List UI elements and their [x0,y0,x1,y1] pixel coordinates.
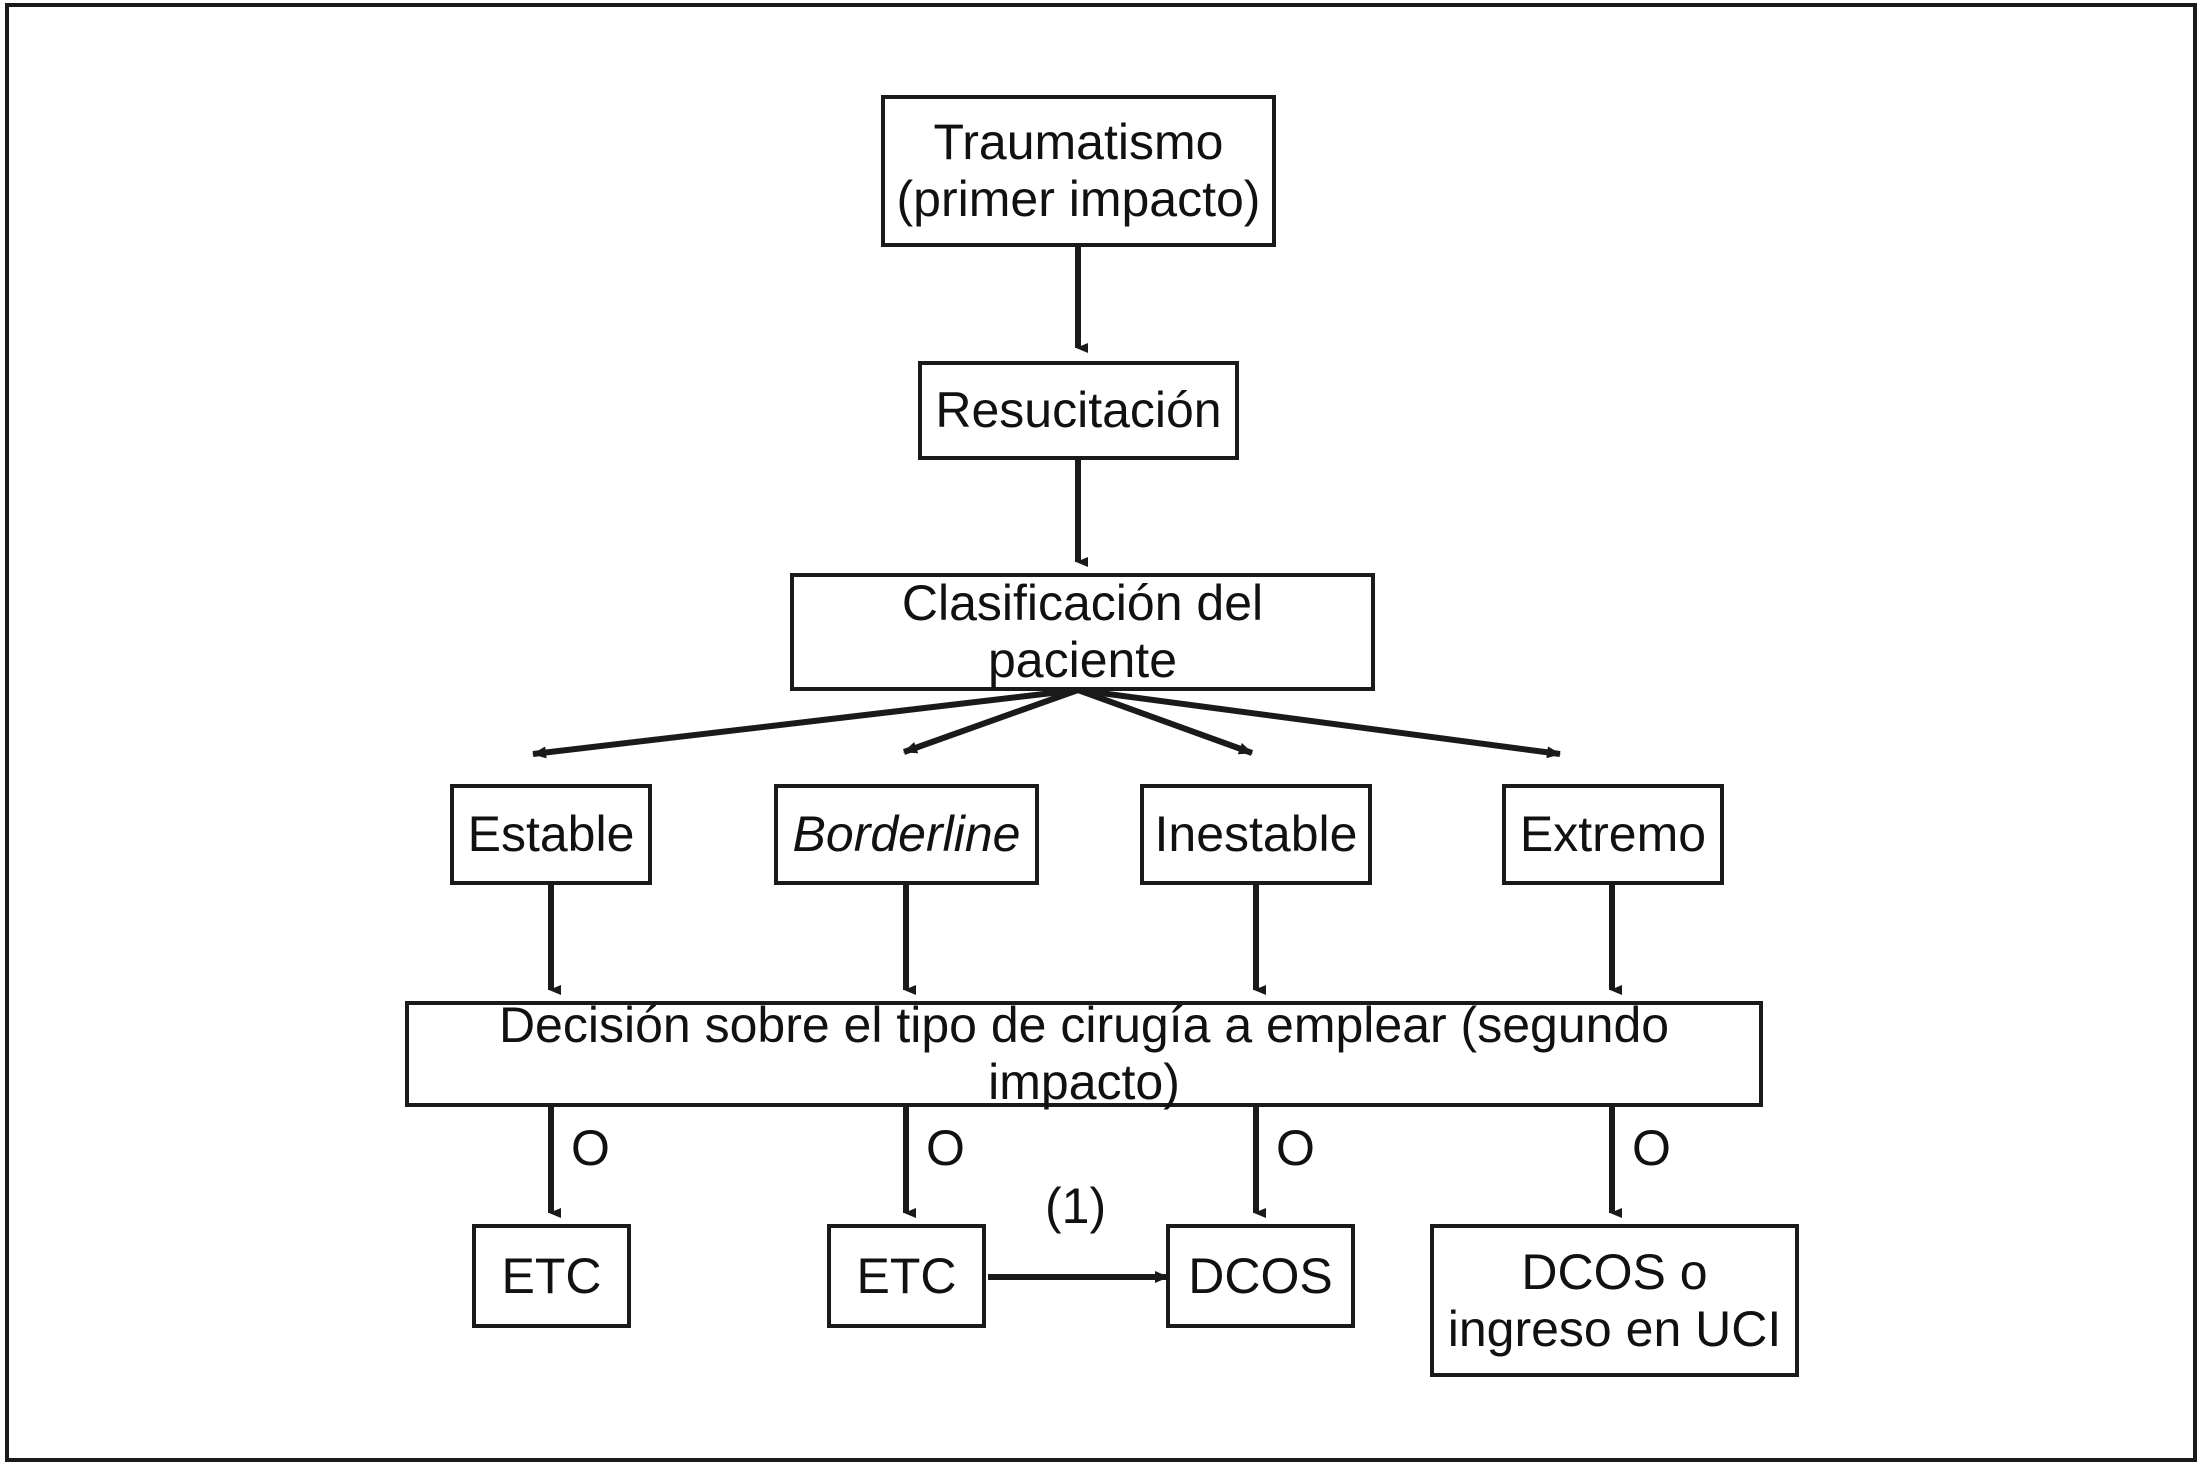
node-traumatismo[interactable]: Traumatismo (primer impacto) [881,95,1276,247]
edge-label-o-borderline: O [926,1123,965,1173]
edge-clasificacion-to-extremo [1077,687,1561,759]
figure-border [5,3,2197,1462]
edge-label-o-inestable: O [1276,1123,1315,1173]
edge-clasificacion-to-inestable [1076,687,1254,756]
node-dcos-uci-label: DCOS o ingreso en UCI [1447,1243,1782,1357]
edge-label-o-extremo: O [1632,1123,1671,1173]
node-decision-cirugia[interactable]: Decisión sobre el tipo de cirugía a empl… [405,997,1763,1110]
node-traumatismo-label: Traumatismo (primer impacto) [896,114,1261,227]
node-extremo[interactable]: Extremo [1502,784,1724,885]
node-resucitacion-label: Resucitación [935,382,1222,438]
edge-label-o-borderline-text: O [926,1120,965,1176]
edge-label-note-1: (1) [1045,1181,1106,1231]
node-borderline[interactable]: Borderline [774,784,1039,885]
node-etc-estable-label: ETC [501,1247,602,1304]
node-extremo-label: Extremo [1519,806,1707,862]
edge-label-o-estable-text: O [571,1120,610,1176]
node-dcos-o-ingreso-uci[interactable]: DCOS o ingreso en UCI [1430,1224,1799,1377]
node-borderline-label: Borderline [792,806,1021,862]
edge-label-o-inestable-text: O [1276,1120,1315,1176]
node-etc-borderline-label: ETC [856,1247,957,1304]
node-inestable-label: Inestable [1154,806,1358,862]
node-estable[interactable]: Estable [450,784,652,885]
node-resucitacion[interactable]: Resucitación [918,361,1239,460]
node-inestable[interactable]: Inestable [1140,784,1372,885]
node-decision-label: Decisión sobre el tipo de cirugía a empl… [498,997,1670,1110]
edge-clasificacion-to-borderline [902,687,1080,755]
edge-label-o-extremo-text: O [1632,1120,1671,1176]
edge-clasificacion-to-estable [532,687,1079,759]
node-estable-label: Estable [467,806,635,862]
node-etc-borderline[interactable]: ETC [827,1224,986,1328]
node-dcos[interactable]: DCOS [1166,1224,1355,1328]
node-clasificacion-del-paciente[interactable]: Clasificación del paciente [790,573,1375,691]
node-etc-estable[interactable]: ETC [472,1224,631,1328]
edge-label-o-estable: O [571,1123,610,1173]
edge-label-note-1-text: (1) [1045,1178,1107,1234]
node-clasificacion-label: Clasificación del paciente [901,575,1264,688]
node-dcos-label: DCOS [1188,1247,1333,1304]
